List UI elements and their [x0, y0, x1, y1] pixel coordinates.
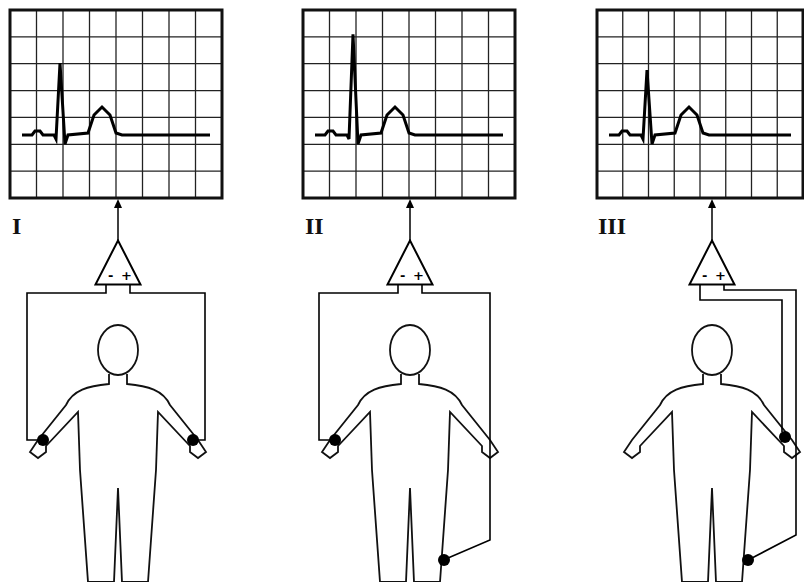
amplifier: -+: [386, 239, 434, 286]
lead-label: II: [305, 214, 324, 238]
signal-arrow: [711, 206, 713, 240]
human-figure: [30, 325, 206, 582]
amplifier: -+: [94, 239, 142, 286]
plus-input: +: [715, 269, 726, 282]
ecg-trace: [609, 70, 791, 144]
signal-arrow: [117, 206, 119, 240]
lead-wire: [319, 285, 398, 440]
electrode: [37, 434, 49, 446]
arrowhead: [708, 199, 716, 208]
ecg-trace: [22, 63, 210, 144]
amplifier-triangle: [688, 239, 736, 286]
ecg-screen: [303, 10, 515, 198]
amplifier-triangle: [386, 239, 434, 286]
arrowhead: [114, 199, 122, 208]
plus-input: +: [121, 269, 132, 282]
human-figure: [624, 325, 800, 582]
minus-input: -: [702, 269, 707, 282]
arrowhead: [406, 199, 414, 208]
lead-wire: [700, 285, 782, 432]
electrode: [438, 554, 450, 566]
electrode: [329, 434, 341, 446]
ecg-screen: [597, 10, 803, 198]
lead-wire: [724, 285, 796, 558]
amplifier-triangle: [94, 239, 142, 286]
electrode: [742, 554, 754, 566]
ecg-trace: [315, 34, 503, 144]
amplifier: -+: [688, 239, 736, 286]
signal-arrow: [409, 206, 411, 240]
ecg-screen: [10, 10, 222, 198]
lead-wire: [27, 285, 106, 440]
electrode: [187, 434, 199, 446]
plus-input: +: [413, 269, 424, 282]
lead-wire: [130, 285, 205, 440]
lead-label: III: [598, 214, 626, 238]
electrode: [779, 431, 791, 443]
human-figure: [322, 325, 498, 582]
lead-label: I: [12, 214, 21, 238]
lead-wire: [422, 285, 490, 558]
minus-input: -: [108, 269, 113, 282]
minus-input: -: [400, 269, 405, 282]
